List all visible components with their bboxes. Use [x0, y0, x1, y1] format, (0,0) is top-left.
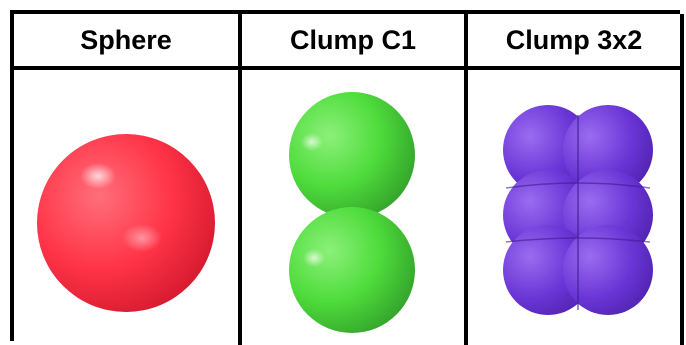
purple-sphere-grid [503, 105, 653, 315]
green-sphere-top [289, 92, 415, 218]
cell-clump-3x2 [468, 70, 684, 345]
header-clump-3x2: Clump 3x2 [468, 14, 684, 70]
sphere-highlight [301, 133, 323, 151]
cell-sphere [14, 70, 242, 345]
sphere-highlight [122, 224, 162, 252]
cell-clump-c1 [242, 70, 468, 345]
header-clump-c1-label: Clump C1 [289, 24, 416, 55]
green-clump-image [289, 92, 415, 333]
green-sphere-bottom [289, 207, 415, 333]
sphere-highlight [80, 163, 116, 189]
red-sphere-image [37, 134, 215, 312]
header-sphere-label: Sphere [80, 24, 172, 55]
purple-clump-image [503, 105, 653, 315]
header-clump-c1: Clump C1 [242, 14, 468, 70]
header-sphere: Sphere [14, 14, 242, 70]
sphere-highlight [303, 249, 325, 267]
red-sphere [37, 134, 215, 312]
comparison-table: Sphere Clump C1 Clump 3x2 [10, 10, 684, 345]
header-clump-3x2-label: Clump 3x2 [505, 24, 643, 55]
